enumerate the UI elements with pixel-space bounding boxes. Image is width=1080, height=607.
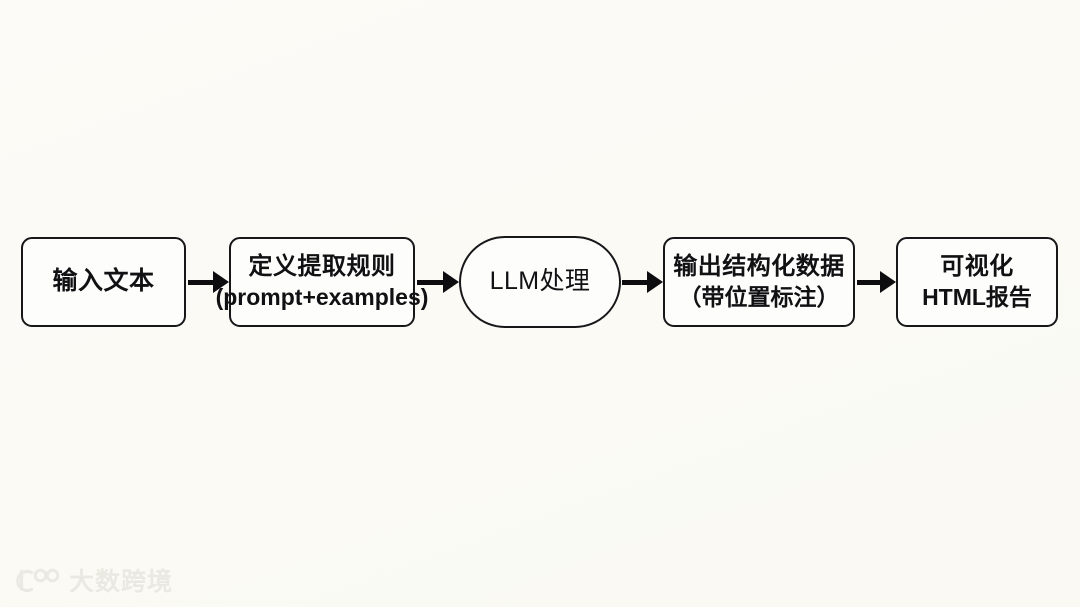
flow-arrow-3 [622, 271, 663, 293]
flowchart: 输入文本 定义提取规则 (prompt+examples) LLM处理 输出 [0, 236, 1080, 329]
arrow-shaft [857, 279, 881, 285]
flow-node-define-rules-line1: 定义提取规则 [248, 253, 396, 281]
flow-node-input-text[interactable]: 输入文本 [21, 237, 186, 327]
arrow-shaft [417, 279, 444, 285]
arrow-shaft [188, 279, 214, 285]
flow-node-html-report[interactable]: 可视化 HTML报告 [896, 237, 1058, 327]
flow-node-html-report-line1: 可视化 [940, 253, 1014, 281]
arrow-head-icon [880, 271, 896, 293]
flow-node-define-rules[interactable]: 定义提取规则 (prompt+examples) [216, 237, 428, 327]
flow-arrow-2 [417, 271, 459, 293]
flow-node-llm-processing[interactable]: LLM处理 [459, 236, 621, 328]
flow-arrow-1 [188, 271, 229, 293]
arrow-head-icon [647, 271, 663, 293]
flow-node-define-rules-line2: (prompt+examples) [215, 283, 429, 310]
flow-node-html-report-line2: HTML报告 [922, 283, 1032, 310]
flow-node-structured-output[interactable]: 输出结构化数据 （带位置标注） [663, 237, 855, 327]
flow-node-structured-output-line2: （带位置标注） [678, 283, 840, 310]
circle-logo-icon [14, 565, 60, 595]
watermark: 大数跨境 [14, 562, 173, 598]
flow-node-structured-output-line1: 输出结构化数据 [673, 253, 845, 281]
arrow-head-icon [213, 271, 229, 293]
arrow-head-icon [443, 271, 459, 293]
watermark-text: 大数跨境 [69, 568, 174, 596]
flow-arrow-4 [857, 271, 896, 293]
flow-node-llm-processing-line1: LLM处理 [489, 267, 591, 296]
flow-node-input-text-line1: 输入文本 [52, 267, 155, 296]
arrow-shaft [622, 279, 648, 285]
